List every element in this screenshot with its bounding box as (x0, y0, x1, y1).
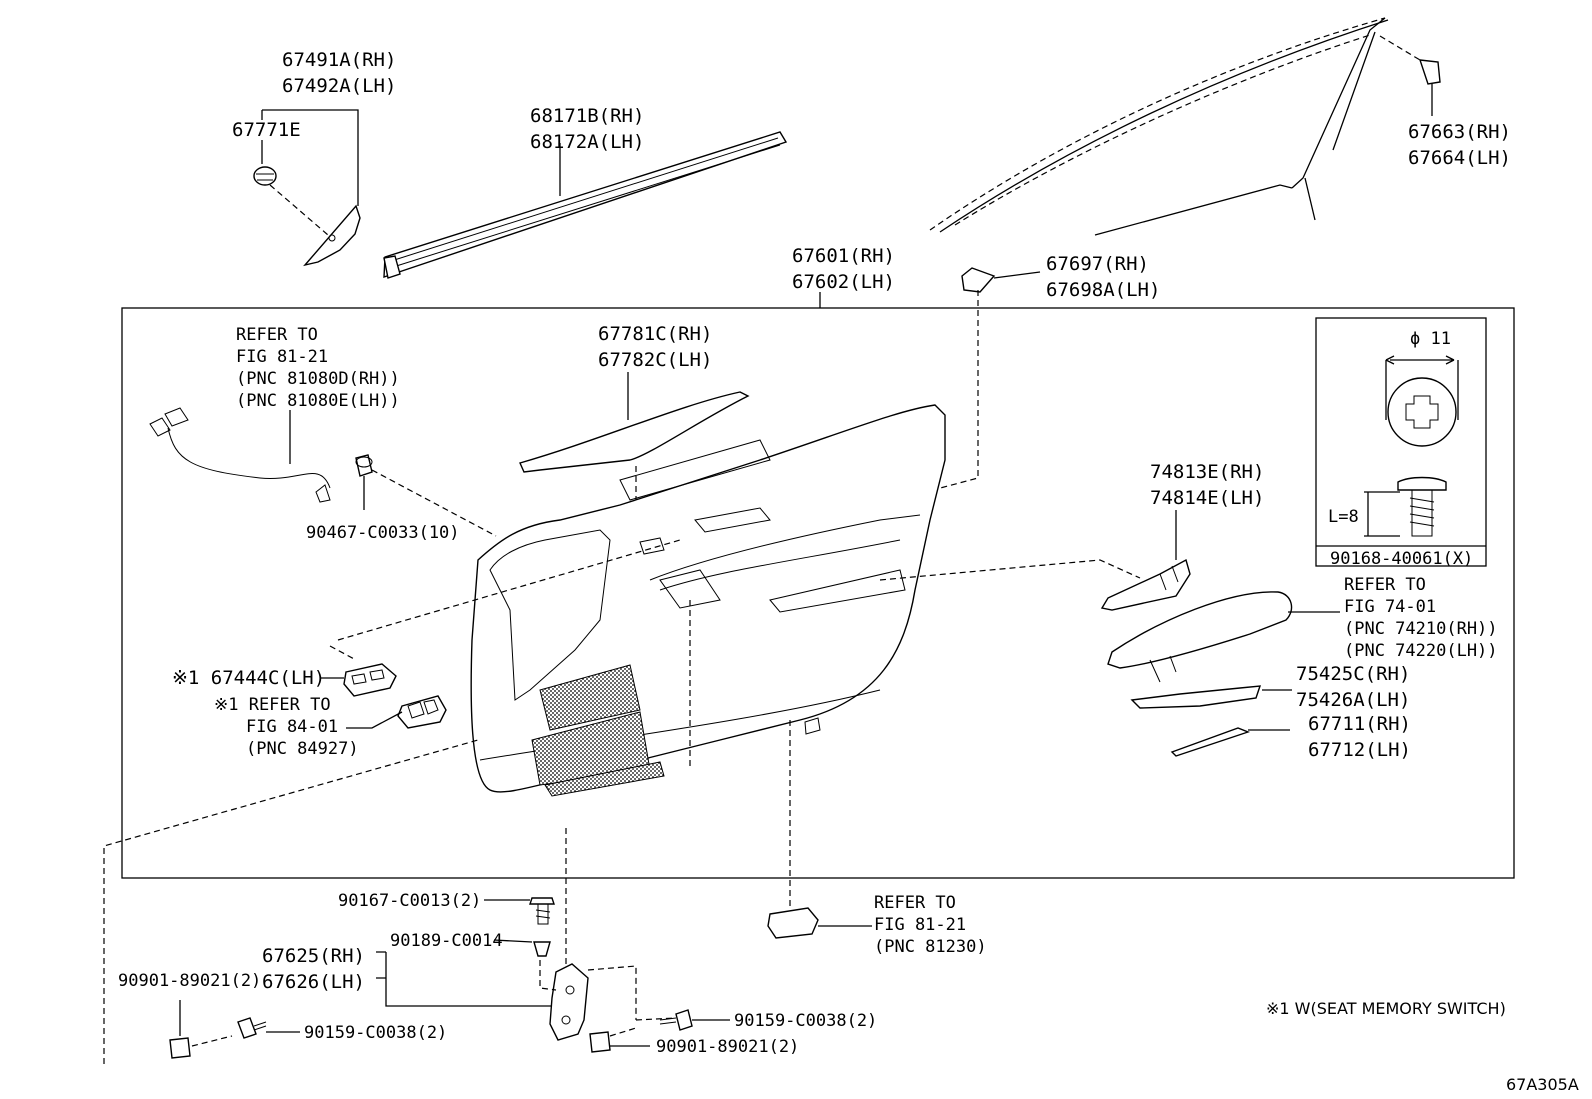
label-67698a-lh: 67698A(LH) (1046, 279, 1160, 301)
footnote-seat-memory-switch: ※1 W(SEAT MEMORY SWITCH) (1266, 999, 1506, 1018)
part-90901-clip-right[interactable] (589, 1031, 611, 1053)
refer-74-01-line3: (PNC 74210(RH)) (1344, 619, 1498, 639)
label-67712-lh: 67712(LH) (1308, 739, 1411, 761)
armrest-74210[interactable] (1107, 591, 1293, 683)
label-refer-84-01[interactable]: ※1 REFER TO FIG 84-01 (PNC 84927) (214, 695, 359, 759)
label-67625-rh: 67625(RH) (262, 945, 365, 967)
label-67663-rh: 67663(RH) (1408, 121, 1511, 143)
label-68171[interactable]: 68171B(RH) 68172A(LH) (530, 105, 644, 153)
label-74813e-rh: 74813E(RH) (1150, 461, 1264, 483)
refer-74-01-line1: REFER TO (1344, 575, 1426, 595)
label-90901-left[interactable]: 90901-89021(2) (118, 971, 261, 991)
refer-81-21-bottom-line3: (PNC 81230) (874, 937, 987, 957)
label-refer-81-21-bottom[interactable]: REFER TO FIG 81-21 (PNC 81230) (874, 893, 987, 957)
diagram-code: 67A305A (1506, 1075, 1579, 1094)
part-67491-mirror-cover[interactable] (303, 204, 361, 267)
label-67602-lh: 67602(LH) (792, 271, 895, 293)
part-67711-garnish[interactable] (1170, 727, 1251, 757)
label-67711[interactable]: 67711(RH) 67712(LH) (1308, 713, 1411, 761)
part-90167-screw[interactable] (529, 897, 555, 925)
label-67626-lh: 67626(LH) (262, 971, 365, 993)
label-90189[interactable]: 90189-C0014 (390, 931, 503, 951)
label-67781c-rh: 67781C(RH) (598, 323, 712, 345)
label-90901-right[interactable]: 90901-89021(2) (656, 1037, 799, 1057)
inset-part-number[interactable]: 90168-40061(X) (1330, 549, 1473, 569)
label-67771e[interactable]: 67771E (232, 119, 301, 141)
refer-81-21-top-line3: (PNC 81080D(RH)) (236, 369, 400, 389)
label-68172a-lh: 68172A(LH) (530, 131, 644, 153)
inset-screw-detail: ϕ 11 L=8 90168-40061(X) (1315, 317, 1487, 569)
label-67697-rh: 67697(RH) (1046, 253, 1149, 275)
part-90159-screw-left[interactable] (237, 1017, 267, 1039)
label-67601[interactable]: 67601(RH) 67602(LH) (792, 245, 895, 293)
label-67663[interactable]: 67663(RH) 67664(LH) (1408, 121, 1511, 169)
refer-84-01-line1: ※1 REFER TO (214, 695, 331, 715)
refer-84-01-line2: FIG 84-01 (246, 717, 338, 737)
label-90467[interactable]: 90467-C0033(10) (306, 523, 460, 543)
refer-81-21-bottom-line2: FIG 81-21 (874, 915, 966, 935)
part-67663-cover[interactable] (1418, 59, 1441, 85)
label-67491[interactable]: 67491A(RH) 67492A(LH) (282, 49, 396, 97)
label-90167[interactable]: 90167-C0013(2) (338, 891, 481, 911)
switch-81230[interactable] (767, 907, 819, 939)
label-67711-rh: 67711(RH) (1308, 713, 1411, 735)
refer-84-01-line3: (PNC 84927) (246, 739, 359, 759)
label-75426a-lh: 75426A(LH) (1296, 689, 1410, 711)
part-67444-memory-switch[interactable] (343, 663, 397, 697)
part-90901-clip-left[interactable] (169, 1037, 191, 1059)
label-67697[interactable]: 67697(RH) 67698A(LH) (1046, 253, 1160, 301)
window-frame (929, 17, 1421, 236)
label-refer-74-01[interactable]: REFER TO FIG 74-01 (PNC 74210(RH)) (PNC … (1344, 575, 1498, 661)
part-67697-clip-cover[interactable] (961, 267, 996, 293)
label-68171b-rh: 68171B(RH) (530, 105, 644, 127)
refer-81-21-top-line1: REFER TO (236, 325, 318, 345)
label-90159-left[interactable]: 90159-C0038(2) (304, 1023, 447, 1043)
refer-81-21-bottom-line1: REFER TO (874, 893, 956, 913)
label-75425[interactable]: 75425C(RH) 75426A(LH) (1296, 663, 1410, 711)
inset-diameter-label: ϕ 11 (1410, 329, 1451, 349)
label-90159-right[interactable]: 90159-C0038(2) (734, 1011, 877, 1031)
switch-84927[interactable] (397, 695, 447, 729)
label-67664-lh: 67664(LH) (1408, 147, 1511, 169)
label-67601-rh: 67601(RH) (792, 245, 895, 267)
label-67782c-lh: 67782C(LH) (598, 349, 712, 371)
label-refer-81-21-top[interactable]: REFER TO FIG 81-21 (PNC 81080D(RH)) (PNC… (236, 325, 400, 411)
part-67771-clip[interactable] (253, 166, 277, 186)
part-90189-clip[interactable] (533, 941, 551, 957)
part-74813-armrest-base[interactable] (1100, 558, 1191, 611)
label-67491a-rh: 67491A(RH) (282, 49, 396, 71)
label-67492a-lh: 67492A(LH) (282, 75, 396, 97)
part-67781-armrest-pad[interactable] (519, 391, 750, 473)
assembly-frame (121, 307, 1515, 879)
label-75425c-rh: 75425C(RH) (1296, 663, 1410, 685)
part-68171-belt-moulding[interactable] (383, 131, 788, 279)
refer-74-01-line2: FIG 74-01 (1344, 597, 1436, 617)
inset-length-label: L=8 (1328, 507, 1359, 527)
label-67625[interactable]: 67625(RH) 67626(LH) (262, 945, 365, 993)
label-74814e-lh: 74814E(LH) (1150, 487, 1264, 509)
refer-81-21-top-line4: (PNC 81080E(LH)) (236, 391, 400, 411)
label-74813[interactable]: 74813E(RH) 74814E(LH) (1150, 461, 1264, 509)
refer-74-01-line4: (PNC 74220(LH)) (1344, 641, 1498, 661)
wire-harness-81080[interactable] (149, 407, 331, 503)
part-90467-clip[interactable] (355, 454, 373, 477)
refer-81-21-top-line2: FIG 81-21 (236, 347, 328, 367)
label-67781[interactable]: 67781C(RH) 67782C(LH) (598, 323, 712, 371)
part-90159-screw-right[interactable] (659, 1009, 693, 1031)
door-trim-panel[interactable] (470, 404, 946, 797)
label-67444c-lh[interactable]: ※1 67444C(LH) (172, 667, 325, 689)
part-75425-handle-bezel[interactable] (1130, 685, 1262, 709)
part-67625-bracket[interactable] (549, 963, 589, 1041)
